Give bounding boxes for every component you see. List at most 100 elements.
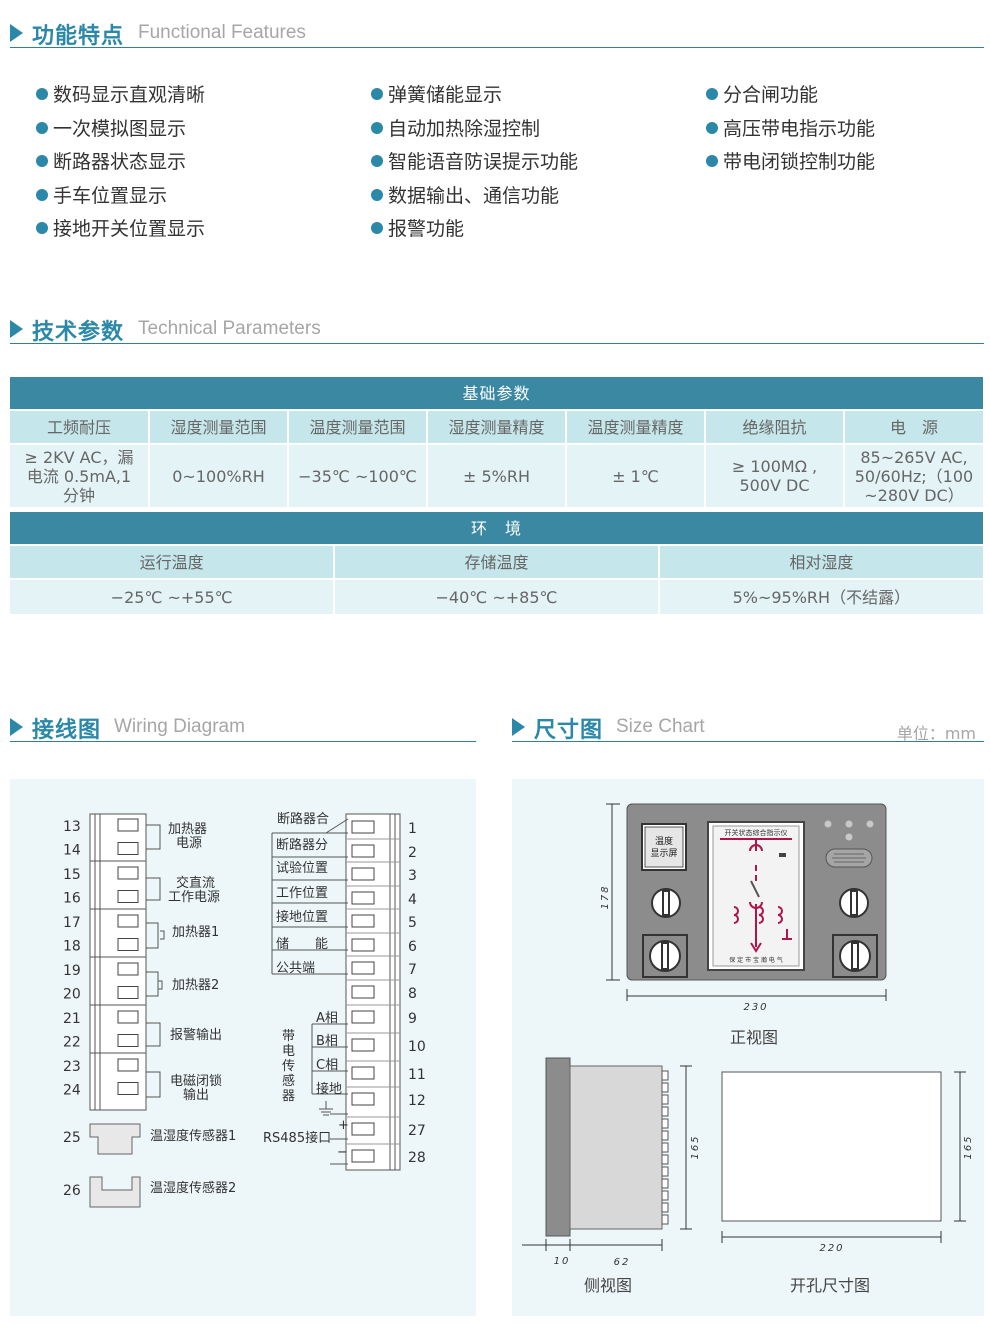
table-header-row: 工频耐压 湿度测量范围 温度测量范围 湿度测量精度 温度测量精度 绝缘阻抗 电 … xyxy=(10,410,983,445)
triangle-icon xyxy=(10,718,23,736)
sensor-vertical-label: 感 xyxy=(282,1073,295,1089)
params-title-cn: 技术参数 xyxy=(32,320,125,345)
bullet-icon xyxy=(36,222,48,234)
terminal-screw xyxy=(351,961,375,975)
terminal-number: 11 xyxy=(408,1067,426,1083)
table-cell: ± 5%RH xyxy=(427,444,567,509)
terminal-screw xyxy=(351,938,375,952)
terminal-number: 9 xyxy=(408,1011,417,1027)
feature-item: 一次模拟图显示 xyxy=(36,114,205,148)
left-label: 电磁闭锁 xyxy=(170,1073,222,1089)
terminal-screw xyxy=(117,986,139,999)
right-label: 接地位置 xyxy=(276,909,328,925)
knob-icon xyxy=(839,888,869,918)
terminal-number: 23 xyxy=(63,1059,81,1075)
rs485-minus: − xyxy=(337,1145,348,1160)
left-label: 报警输出 xyxy=(170,1027,222,1043)
connector-pin xyxy=(661,1190,669,1201)
features-column-2: 弹簧储能显示 自动加热除湿控制 智能语音防误提示功能 数据输出、通信功能 报警功… xyxy=(371,80,578,248)
cutout-height-dim: 165 xyxy=(963,1134,974,1159)
dimension-lines xyxy=(522,1065,692,1251)
left-terminal-strip xyxy=(89,813,147,1111)
terminal-number: 21 xyxy=(63,1011,81,1027)
size-title-en: Size Chart xyxy=(616,716,705,737)
table-cell: ≥ 100MΩ ,500V DC xyxy=(705,444,845,509)
dimension-lines xyxy=(606,803,887,1001)
side-dim-b: 62 xyxy=(614,1257,631,1268)
params-title-en: Technical Parameters xyxy=(138,318,321,339)
triangle-icon xyxy=(10,320,23,338)
terminal-screw xyxy=(117,866,139,880)
terminal-number: 14 xyxy=(63,843,81,859)
size-title-cn: 尺寸图 xyxy=(534,718,604,743)
connector-pin xyxy=(661,1082,669,1093)
table-header: 湿度测量范围 xyxy=(149,410,289,445)
bullet-icon xyxy=(706,121,718,134)
terminal-number: 10 xyxy=(408,1039,426,1055)
basic-params-title: 基础参数 xyxy=(10,377,983,411)
panel-title: 开关状态综合指示仪 xyxy=(725,828,788,837)
left-label: 加热器1 xyxy=(172,925,219,940)
side-height-dim: 165 xyxy=(690,1134,701,1159)
right-label: 储 能 xyxy=(276,937,328,952)
terminal-number: 7 xyxy=(408,962,417,978)
terminal-number: 25 xyxy=(63,1130,81,1146)
table-header: 电 源 xyxy=(844,410,983,445)
left-label: 交直流 xyxy=(176,875,215,891)
knob-icon xyxy=(832,934,878,978)
feature-item: 数据输出、通信功能 xyxy=(371,181,578,215)
table-header: 温度测量精度 xyxy=(566,410,706,445)
terminal-number: 4 xyxy=(408,892,417,908)
bullet-icon xyxy=(371,155,383,167)
terminal-number: 27 xyxy=(408,1123,426,1139)
table-row: −25℃ ~+55℃ −40℃ ~+85℃ 5%~95%RH（不结露） xyxy=(10,579,983,616)
right-label: 试验位置 xyxy=(276,860,328,876)
wiring-title-en: Wiring Diagram xyxy=(114,716,245,737)
bullet-icon xyxy=(36,88,48,100)
terminal-screw xyxy=(117,1082,139,1095)
features-header: 功能特点 Functional Features xyxy=(10,16,984,49)
table-cell: 0~100%RH xyxy=(149,444,289,509)
right-label: 断路器合 xyxy=(277,811,329,827)
cutout-view-caption: 开孔尺寸图 xyxy=(790,1276,870,1295)
features-title-en: Functional Features xyxy=(138,22,306,43)
phase-label: A相 xyxy=(316,1011,338,1026)
table-cell: −35℃ ~100℃ xyxy=(288,444,428,509)
terminal-screw xyxy=(351,1122,375,1136)
right-terminal-strip xyxy=(345,813,401,1171)
bullet-icon xyxy=(371,121,383,134)
terminal-number: 22 xyxy=(63,1035,81,1051)
connector-pin xyxy=(661,1214,669,1225)
size-panel: 温度 显示屏 开关状态综合指示仪 保 定 市 宝 瀚 电 气 xyxy=(512,779,984,1316)
left-label: 加热器2 xyxy=(172,978,219,993)
left-label: 工作电源 xyxy=(168,890,220,905)
terminal-screw xyxy=(117,914,139,928)
bullet-icon xyxy=(371,188,383,201)
terminal-number: 28 xyxy=(408,1150,426,1166)
terminal-screw xyxy=(351,1066,375,1080)
terminal-number: 5 xyxy=(408,915,417,931)
terminal-screw xyxy=(351,1092,375,1106)
sensor-vertical-label: 电 xyxy=(282,1044,295,1059)
feature-item: 智能语音防误提示功能 xyxy=(371,147,578,181)
mimic-diagram xyxy=(733,839,792,953)
table-cell: −40℃ ~+85℃ xyxy=(334,579,660,616)
phase-label: C相 xyxy=(316,1058,338,1073)
terminal-screw xyxy=(351,891,375,905)
feature-item: 自动加热除湿控制 xyxy=(371,114,578,148)
side-dim-a: 10 xyxy=(554,1256,571,1267)
basic-params-table: 基础参数 工频耐压 湿度测量范围 温度测量范围 湿度测量精度 温度测量精度 绝缘… xyxy=(10,377,983,509)
indicator-leds xyxy=(824,820,874,841)
connector-pin xyxy=(661,1070,669,1081)
connector-pin xyxy=(661,1106,669,1117)
terminal-screw xyxy=(117,890,139,903)
terminal-screw xyxy=(117,1058,139,1072)
bullet-icon xyxy=(706,155,718,167)
terminal-number: 13 xyxy=(63,819,81,835)
right-label: 断路器分 xyxy=(276,837,328,853)
terminal-screw xyxy=(117,842,139,855)
sensor-connector-2 xyxy=(89,1176,141,1208)
terminal-screw xyxy=(351,1149,375,1163)
